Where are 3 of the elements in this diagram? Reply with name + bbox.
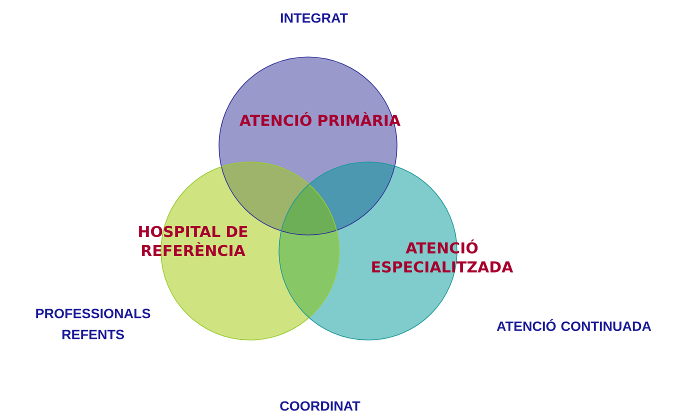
label: INTEGRAT — [280, 13, 348, 23]
label: ATENCIÓ CONTINUADA — [496, 318, 652, 332]
label: COORDINAT — [280, 401, 360, 411]
